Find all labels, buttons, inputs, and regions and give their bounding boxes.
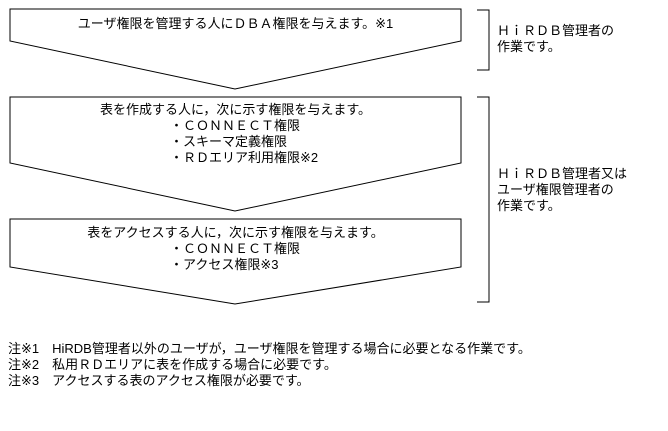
step-3-bullets: ・ＣＯＮＮＥＣＴ権限 ・アクセス権限※3 xyxy=(170,241,300,273)
step-3-bullet-connect: ・ＣＯＮＮＥＣＴ権限 xyxy=(170,241,301,256)
footnote-2: 注※2 私用ＲＤエリアに表を作成する場合に必要です。 xyxy=(8,357,337,372)
step-1-shape xyxy=(9,8,462,90)
footnote-3: 注※3 アクセスする表のアクセス権限が必要です。 xyxy=(8,373,310,388)
bracket-2-label-line-3: 作業です。 xyxy=(497,198,561,213)
bracket-2-label: ＨｉＲＤＢ管理者又は ユーザ権限管理者の 作業です。 xyxy=(497,166,627,214)
step-3-bullet-access: ・アクセス権限※3 xyxy=(170,257,279,272)
step-2-shape xyxy=(9,96,462,212)
step-1-text: ユーザ権限を管理する人にＤＢＡ権限を与えます。※1 xyxy=(77,16,394,31)
bracket-2 xyxy=(477,96,490,303)
step-2-bullet-schema: ・スキーマ定義権限 xyxy=(170,134,288,149)
step-2-bullet-connect: ・ＣＯＮＮＥＣＴ権限 xyxy=(170,118,301,133)
step-2-text: 表を作成する人に，次に示す権限を与えます。 xyxy=(99,102,372,117)
step-3-shape xyxy=(9,218,462,305)
bracket-2-label-line-1: ＨｉＲＤＢ管理者又は xyxy=(497,166,628,181)
bracket-1 xyxy=(477,9,490,71)
bracket-1-label-line-2: 作業です。 xyxy=(497,39,561,54)
step-2-bullet-rdarea: ・ＲＤエリア利用権限※2 xyxy=(170,150,319,165)
bracket-2-label-line-2: ユーザ権限管理者の xyxy=(497,182,614,197)
bracket-1-label-line-1: ＨｉＲＤＢ管理者の xyxy=(497,23,615,38)
step-2-bullets: ・ＣＯＮＮＥＣＴ権限 ・スキーマ定義権限 ・ＲＤエリア利用権限※2 xyxy=(170,118,318,166)
step-3-text: 表をアクセスする人に，次に示す権限を与えます。 xyxy=(87,225,384,240)
bracket-1-label: ＨｉＲＤＢ管理者の 作業です。 xyxy=(497,23,614,55)
footnote-1: 注※1 HiRDB管理者以外のユーザが，ユーザ権限を管理する場合に必要となる作業… xyxy=(8,341,531,356)
footnotes: 注※1 HiRDB管理者以外のユーザが，ユーザ権限を管理する場合に必要となる作業… xyxy=(8,341,531,389)
